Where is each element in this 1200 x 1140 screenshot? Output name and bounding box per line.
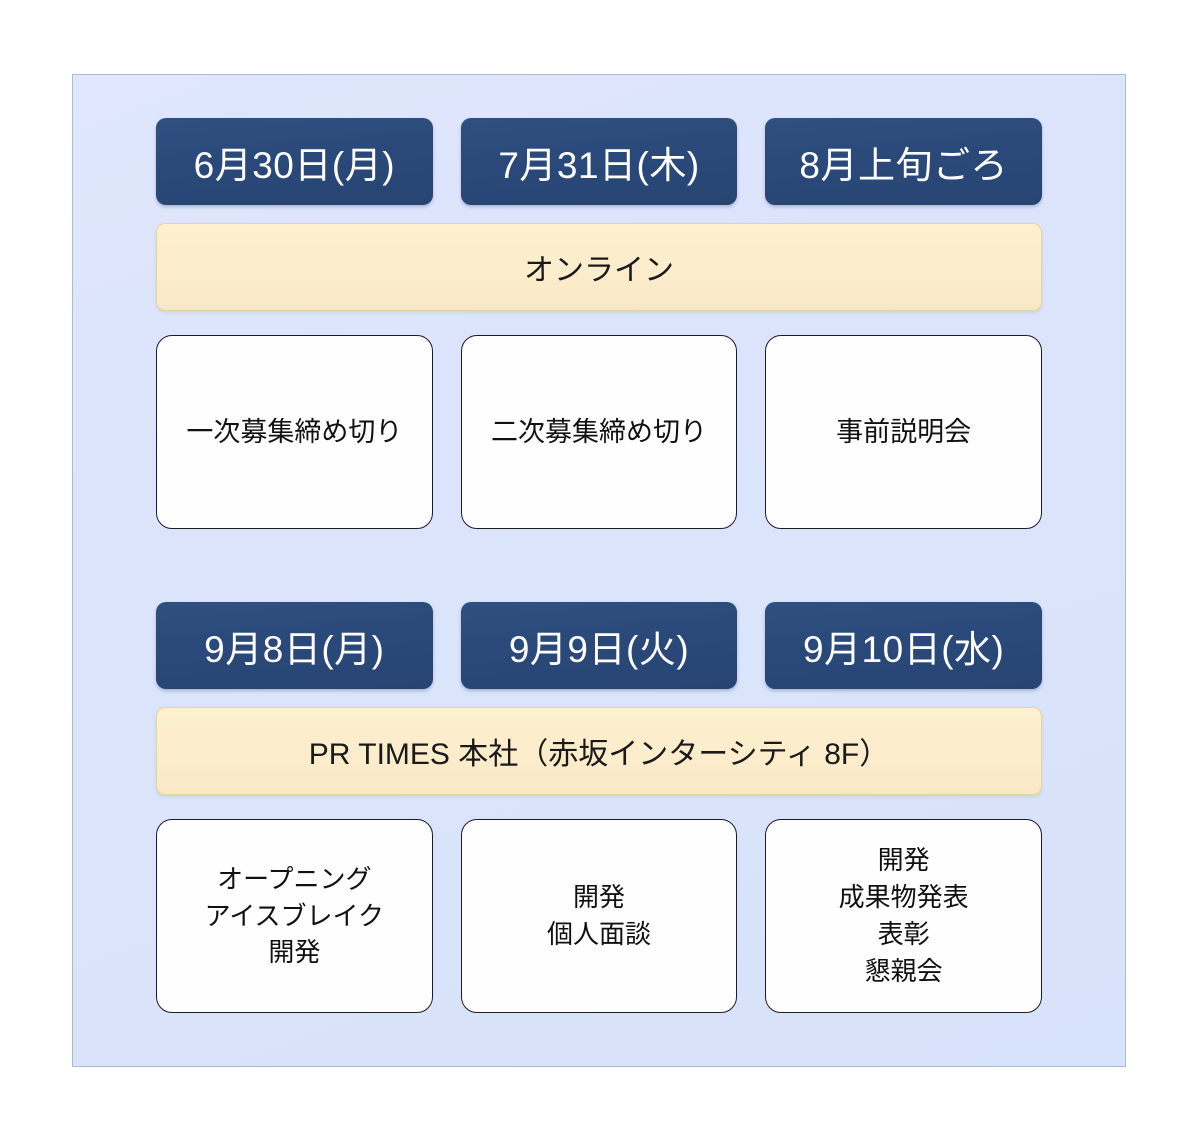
event-card-6[interactable]: 開発 成果物発表 表彰 懇親会: [765, 819, 1043, 1013]
schedule-block-onsite: 9月8日(月) 9月9日(火) 9月10日(水) PR TIMES 本社（赤坂イ…: [156, 602, 1043, 1013]
event-card-2[interactable]: 二次募集締め切り: [460, 335, 738, 529]
event-card-3[interactable]: 事前説明会: [765, 335, 1043, 529]
event-card-row-online: 一次募集締め切り 二次募集締め切り 事前説明会: [156, 335, 1043, 529]
event-card-4[interactable]: オープニング アイスブレイク 開発: [156, 819, 433, 1013]
event-card-row-onsite: オープニング アイスブレイク 開発 開発 個人面談 開発 成果物発表 表彰 懇親…: [156, 819, 1043, 1013]
date-badge-2[interactable]: 7月31日(木): [460, 118, 738, 205]
schedule-block-online: 6月30日(月) 7月31日(木) 8月上旬ごろ オンライン 一次募集締め切り …: [156, 118, 1043, 529]
event-card-1[interactable]: 一次募集締め切り: [156, 335, 433, 529]
event-card-4-text: オープニング アイスブレイク 開発: [204, 863, 385, 968]
event-card-5-text: 開発 個人面談: [547, 882, 652, 949]
date-badge-4[interactable]: 9月8日(月): [156, 602, 433, 689]
date-badge-5[interactable]: 9月9日(火): [460, 602, 738, 689]
venue-bar-online: オンライン: [156, 223, 1042, 311]
date-badge-row-online: 6月30日(月) 7月31日(木) 8月上旬ごろ: [156, 118, 1043, 205]
event-card-5[interactable]: 開発 個人面談: [460, 819, 738, 1013]
date-badge-3[interactable]: 8月上旬ごろ: [765, 118, 1043, 205]
date-badge-6[interactable]: 9月10日(水): [765, 602, 1043, 689]
event-card-2-text: 二次募集締め切り: [491, 416, 707, 447]
event-card-1-text: 一次募集締め切り: [186, 416, 403, 447]
venue-bar-onsite: PR TIMES 本社（赤坂インターシティ 8F）: [156, 707, 1042, 795]
date-badge-1[interactable]: 6月30日(月): [156, 118, 433, 205]
schedule-panel: 6月30日(月) 7月31日(木) 8月上旬ごろ オンライン 一次募集締め切り …: [72, 74, 1126, 1067]
event-card-6-text: 開発 成果物発表 表彰 懇親会: [838, 845, 969, 986]
date-badge-row-onsite: 9月8日(月) 9月9日(火) 9月10日(水): [156, 602, 1043, 689]
event-card-3-text: 事前説明会: [836, 416, 972, 447]
